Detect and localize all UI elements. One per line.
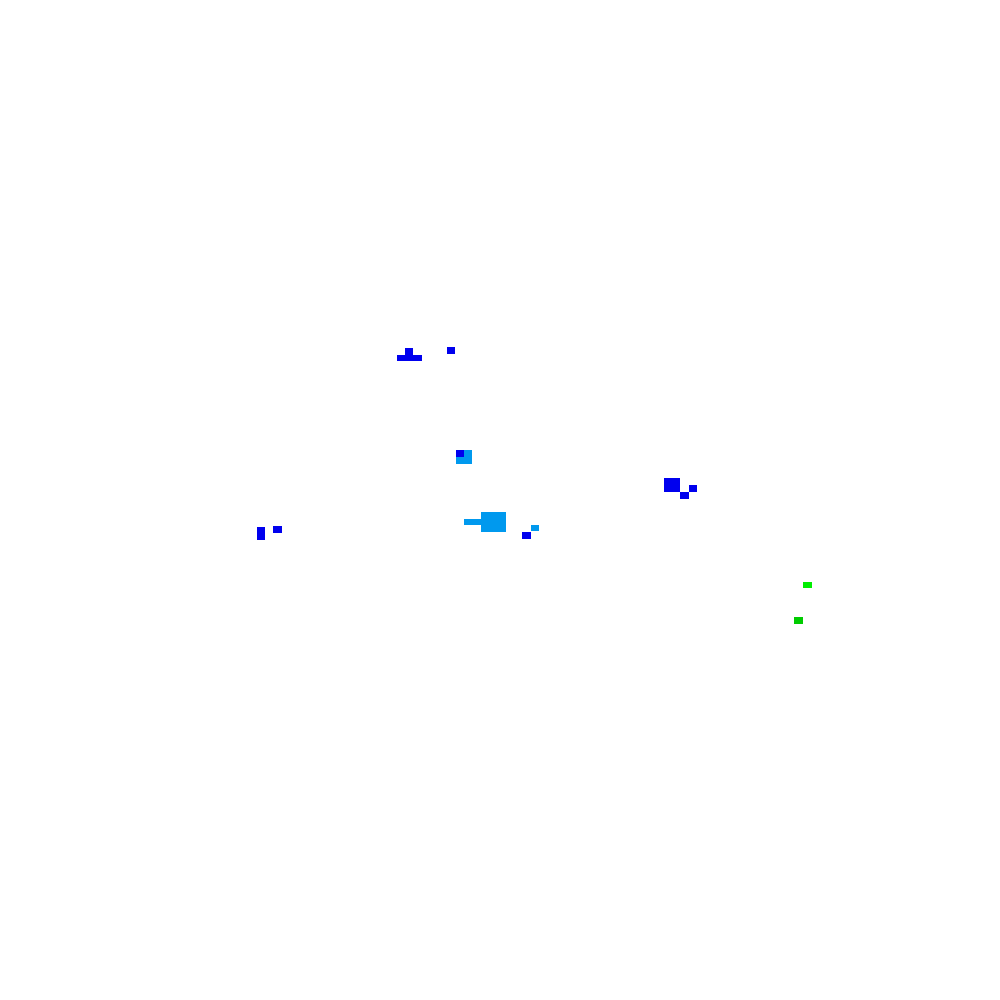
light-blue-pixel-block (464, 519, 490, 525)
blue-pixel-block (273, 526, 282, 533)
blue-pixel-block (680, 492, 689, 499)
green-pixel-block (803, 582, 812, 588)
blue-pixel-block (456, 450, 464, 457)
blue-pixel-block (257, 527, 265, 540)
blue-pixel-block (689, 485, 697, 492)
blue-pixel-block (522, 532, 531, 539)
blue-pixel-block (405, 348, 413, 355)
light-blue-pixel-block (481, 512, 506, 532)
blue-pixel-block (664, 478, 680, 492)
blue-pixel-block (397, 355, 422, 361)
light-blue-pixel-block (531, 525, 539, 531)
dark-green-pixel-block (794, 617, 803, 624)
blue-pixel-block (447, 347, 455, 354)
